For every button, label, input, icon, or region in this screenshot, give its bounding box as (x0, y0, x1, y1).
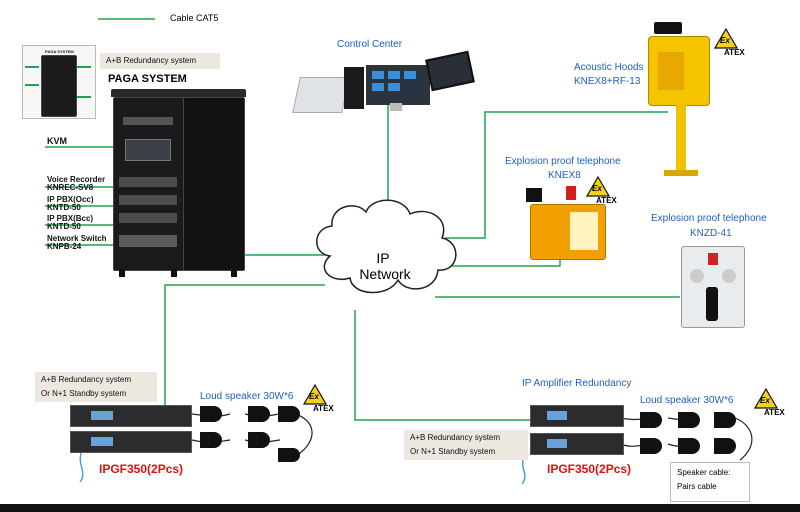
hoods-atex: Ex ATEX (713, 27, 745, 57)
hoods-model: KNEX8+RF-13 (574, 76, 641, 87)
speaker-icon (714, 438, 736, 454)
network-switch-model: KNPB-24 (47, 242, 82, 251)
monitor (366, 65, 430, 105)
telephone-knzd41-image (681, 246, 745, 328)
tel1-title: Explosion proof telephone (505, 156, 621, 167)
right-amplifiers (530, 405, 624, 455)
tel2-model: KNZD-41 (690, 228, 732, 239)
ip-network-line1: IP (376, 250, 390, 266)
atex-ex: Ex (720, 36, 730, 45)
right-amp-model: IPGF350(2Pcs) (547, 462, 632, 476)
amplifier-unit (70, 405, 192, 427)
telephone-knex8-image (526, 186, 616, 262)
speaker-icon (248, 406, 270, 422)
tel1-model: KNEX8 (548, 170, 581, 181)
left-speakers (200, 402, 300, 462)
speaker-icon (200, 406, 222, 422)
amplifier-unit (530, 405, 624, 427)
legend-label: Cable CAT5 (170, 13, 219, 23)
pbx-occ-label: IP PBX(Occ) (47, 195, 94, 204)
voice-recorder-label: Voice Recorder (47, 175, 106, 184)
speaker-icon (678, 438, 700, 454)
bottom-bar (0, 504, 800, 512)
left-amplifiers (70, 405, 192, 453)
paga-mini-title: PAGA SYSTEM (45, 49, 74, 54)
right-redundancy-note: A+B Redundancy system Or N+1 Standby sys… (404, 430, 528, 460)
right-speaker-label: Loud speaker 30W*6 (640, 395, 734, 406)
speaker-icon (248, 432, 270, 448)
speaker-icon (278, 448, 300, 462)
acoustic-hood-image (644, 22, 714, 182)
pbx-bcc-model: KNTD-50 (47, 222, 81, 231)
control-center-image (292, 50, 496, 115)
tel1-atex: Ex ATEX (585, 175, 617, 205)
amplifier-unit (70, 431, 192, 453)
tel2-title: Explosion proof telephone (651, 213, 767, 224)
control-center-label: Control Center (337, 39, 403, 50)
right-speakers (640, 408, 740, 468)
paga-title: PAGA SYSTEM (108, 73, 187, 85)
hoods-title: Acoustic Hoods (574, 62, 644, 73)
horn-speaker-icon (654, 22, 682, 34)
right-amp-title: IP Amplifier Redundancy (522, 378, 632, 389)
left-atex: Ex ATEX (302, 383, 334, 413)
speaker-icon (640, 438, 662, 454)
speaker-icon (278, 406, 300, 422)
left-amp-model: IPGF350(2Pcs) (99, 462, 184, 476)
speaker-icon (714, 412, 736, 428)
left-speaker-label: Loud speaker 30W*6 (200, 391, 294, 402)
handset-icon (706, 287, 718, 321)
atex-label: ATEX (724, 48, 745, 57)
kvm-label: KVM (47, 136, 67, 146)
pbx-occ-model: KNTD-50 (47, 203, 81, 212)
speaker-icon (200, 432, 222, 448)
speaker-icon (678, 412, 700, 428)
beacon-icon (708, 253, 718, 265)
ip-network-line2: Network (359, 266, 411, 282)
paga-mini-rack (41, 55, 77, 117)
speaker-icon (640, 412, 662, 428)
paga-rack (111, 89, 246, 277)
paga-redundancy-note: A+B Redundancy system (100, 53, 220, 69)
voice-recorder-model: KNREC-SV8 (47, 183, 94, 192)
left-redundancy-note: A+B Redundancy system Or N+1 Standby sys… (35, 372, 157, 402)
speaker-cable-note: Speaker cable: Pairs cable (670, 462, 750, 502)
beacon-icon (566, 186, 576, 200)
amplifier-unit (530, 433, 624, 455)
pbx-bcc-label: IP PBX(Bcc) (47, 214, 94, 223)
horn-icon (526, 188, 542, 202)
pc-tower (344, 67, 364, 109)
paga-mini-image: PAGA SYSTEM (22, 45, 96, 119)
right-atex: Ex ATEX (753, 387, 785, 417)
network-switch-label: Network Switch (47, 234, 107, 243)
